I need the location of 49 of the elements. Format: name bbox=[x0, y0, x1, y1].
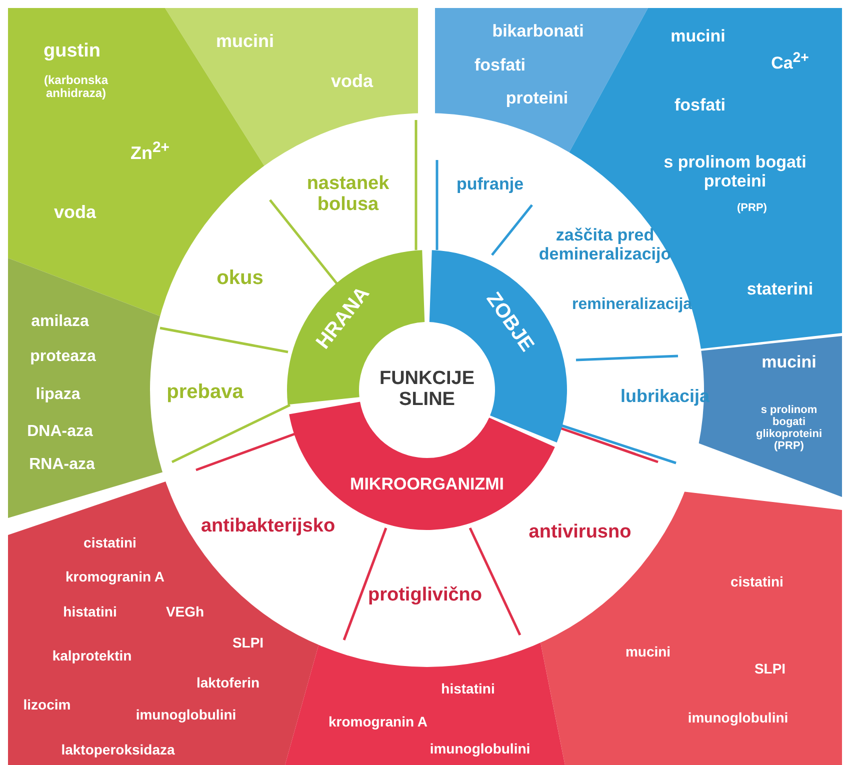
component-label: cistatini bbox=[730, 574, 784, 590]
function-label: pufranje bbox=[456, 176, 524, 194]
component-label: kromogranin A bbox=[328, 714, 428, 730]
component-label: voda bbox=[54, 203, 96, 223]
component-label: proteini bbox=[506, 90, 568, 108]
component-label: cistatini bbox=[84, 535, 136, 551]
component-label: mucini bbox=[216, 32, 274, 52]
component-label: Zn$^{2+}$ bbox=[130, 140, 170, 164]
component-label: fosfati bbox=[674, 96, 726, 116]
component-label: SLPI bbox=[232, 635, 264, 651]
component-label: Ca$^{2+}$ bbox=[771, 50, 809, 74]
component-label: (karbonska anhidraza) bbox=[42, 74, 110, 100]
component-label: imunoglobulini bbox=[136, 707, 236, 723]
component-label: RNA-aza bbox=[29, 456, 95, 474]
component-label: VEGh bbox=[166, 604, 204, 620]
component-label: laktoperoksidaza bbox=[61, 742, 175, 758]
function-label: antivirusno bbox=[528, 522, 632, 544]
function-label: okus bbox=[216, 267, 264, 289]
component-label: kromogranin A bbox=[65, 569, 165, 585]
function-label: nastanek bolusa bbox=[306, 174, 390, 216]
category-label: MIKROORGANIZMI bbox=[350, 476, 504, 494]
component-label: SLPI bbox=[754, 661, 786, 677]
component-label: gustin bbox=[44, 42, 100, 62]
component-label: s prolinom bogati proteini bbox=[662, 153, 808, 191]
component-label: staterini bbox=[746, 280, 814, 300]
function-label: protiglivično bbox=[368, 586, 482, 606]
component-label: voda bbox=[331, 72, 373, 92]
function-label: antibakterijsko bbox=[200, 516, 336, 538]
component-label: lizocim bbox=[23, 697, 71, 713]
component-label: fosfati bbox=[474, 56, 526, 76]
component-label: bikarbonati bbox=[492, 22, 584, 42]
component-label: amilaza bbox=[31, 313, 89, 331]
component-label: histatini bbox=[441, 681, 495, 697]
component-label: proteaza bbox=[30, 348, 96, 366]
component-label: kalprotektin bbox=[52, 648, 132, 664]
component-label: mucini bbox=[762, 354, 816, 372]
component-label: lipaza bbox=[36, 386, 80, 404]
component-label: imunoglobulini bbox=[430, 741, 530, 757]
center-label: FUNKCIJE SLINE bbox=[378, 369, 476, 411]
component-label: s prolinom bogati glikoproteini (PRP) bbox=[755, 404, 823, 452]
component-label: histatini bbox=[63, 604, 117, 620]
component-label: (PRP) bbox=[737, 202, 767, 214]
component-label: DNA-aza bbox=[27, 423, 93, 441]
component-label: laktoferin bbox=[196, 675, 260, 691]
component-label: mucini bbox=[625, 644, 671, 660]
component-label: mucini bbox=[670, 28, 726, 46]
function-label: prebava bbox=[166, 381, 244, 403]
component-label: imunoglobulini bbox=[688, 710, 788, 726]
function-label: zaščita pred demineralizacijo bbox=[538, 226, 672, 264]
